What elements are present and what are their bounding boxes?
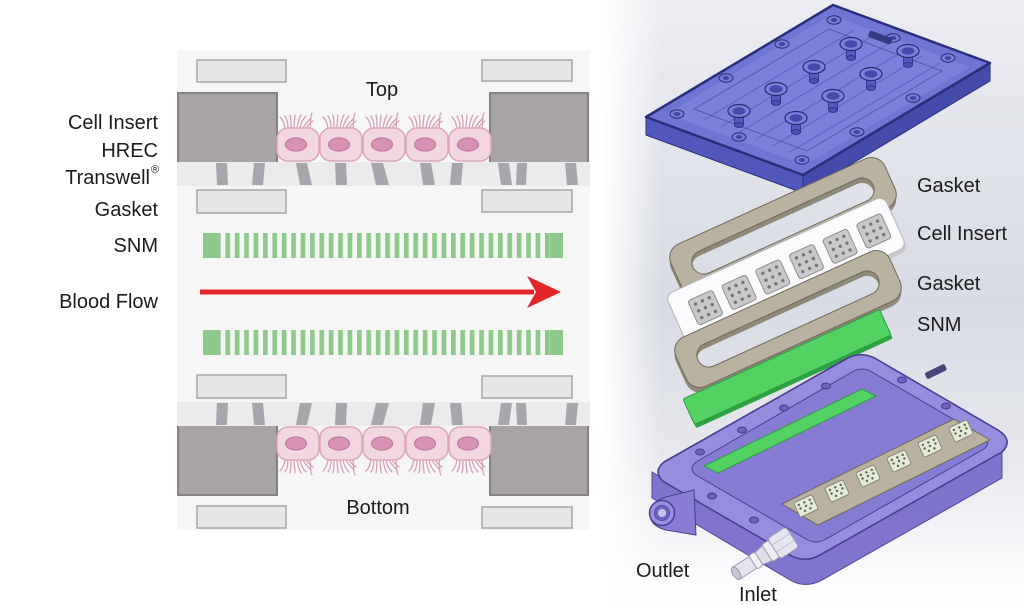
schematic-side-labels: Cell Insert HREC Transwell ® Gasket SNM … <box>59 112 159 313</box>
bottom-label: Bottom <box>346 497 409 519</box>
engraved-label <box>868 30 893 45</box>
transwell-registered-mark: ® <box>151 164 159 176</box>
engraved-label <box>925 364 947 379</box>
base-flow-cell <box>651 353 1008 585</box>
gasket-lower-label: Gasket <box>917 273 981 295</box>
gasket-upper-label: Gasket <box>917 175 981 197</box>
cell-insert-3d <box>667 197 906 348</box>
blood-flow-label: Blood Flow <box>59 291 158 313</box>
hrec-label: HREC <box>101 140 158 162</box>
exploded-view-labels: Gasket Cell Insert Gasket SNM Outlet Inl… <box>636 175 1007 606</box>
base-recess <box>691 368 988 543</box>
outlet-label: Outlet <box>636 560 690 582</box>
cell-insert-label: Cell Insert <box>68 112 158 134</box>
snm-label: SNM <box>114 235 158 257</box>
top-label: Top <box>366 79 398 101</box>
inlet-fitting <box>730 527 799 580</box>
gasket-label: Gasket <box>95 199 159 221</box>
inlet-label: Inlet <box>739 584 777 606</box>
snm-sheet-3d <box>683 309 893 428</box>
cell-insert-3d-label: Cell Insert <box>917 223 1007 245</box>
channel-outline <box>692 28 944 152</box>
snm-3d-label: SNM <box>917 314 961 336</box>
outlet-fitting <box>648 489 697 536</box>
transwell-label: Transwell <box>65 167 150 189</box>
blood-flow-arrow <box>200 276 561 308</box>
base-screw-holes <box>695 376 951 524</box>
snm-in-channel <box>702 388 878 474</box>
